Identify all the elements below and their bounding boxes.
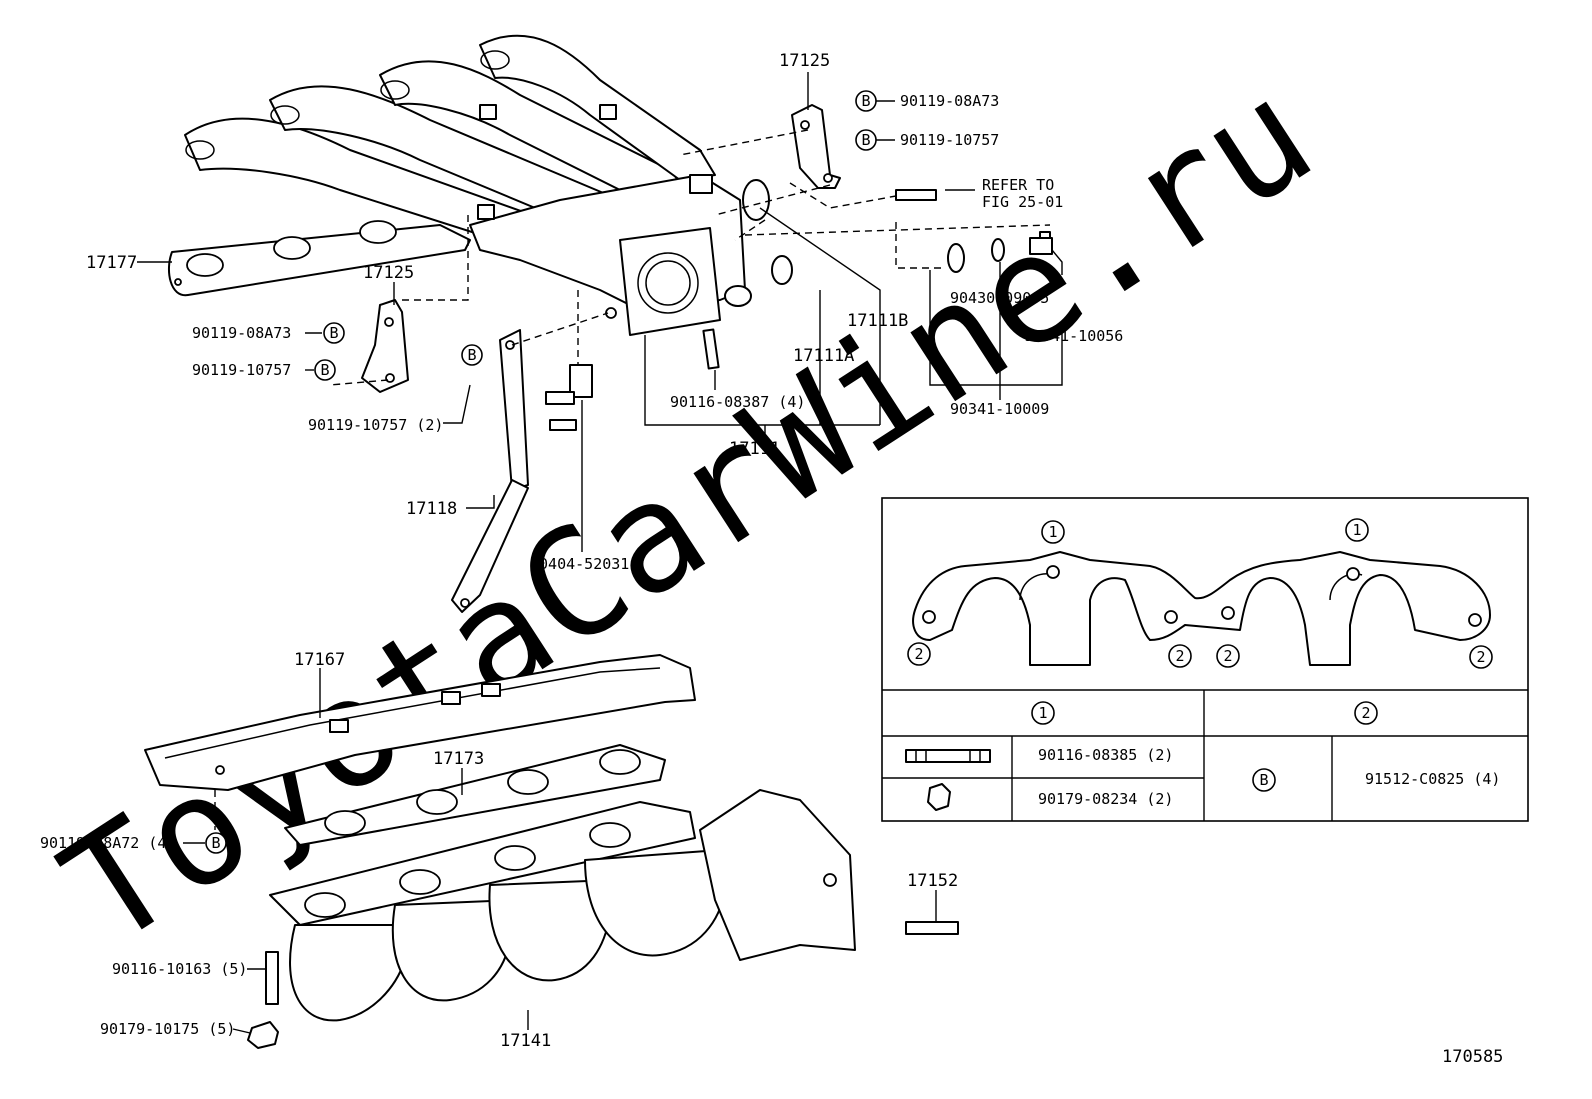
b-marker-text: B: [211, 834, 220, 852]
label-17118: 17118: [406, 499, 457, 519]
leader-lines: [137, 72, 1063, 1034]
b-marker-stay: B: [461, 344, 483, 366]
table-header-2: 2: [1354, 701, 1378, 725]
gasket-17173: [284, 744, 666, 846]
b-marker-left-1: B: [323, 322, 345, 344]
table-row1-part: 90116-08385 (2): [1038, 746, 1173, 764]
stud-refer: [895, 189, 937, 201]
label-90430-09005: 90430-09005: [950, 289, 1049, 307]
gasket-17177: [168, 220, 471, 297]
label-17125-top: 17125: [779, 51, 830, 71]
table-b-marker-text: B: [1259, 771, 1268, 789]
table-header-1-text: 1: [1038, 704, 1047, 722]
marker-2-text: 2: [1476, 648, 1485, 666]
label-17141: 17141: [500, 1031, 551, 1051]
b-marker-text: B: [861, 131, 870, 149]
marker-2-b: 2: [1168, 644, 1192, 668]
plug-17111A: [771, 255, 793, 285]
label-17177: 17177: [86, 253, 137, 273]
label-90119-08A73-left: 90119-08A73: [192, 324, 291, 342]
marker-1-text: 1: [1048, 523, 1057, 541]
label-90119-08A73-top: 90119-08A73: [900, 92, 999, 110]
stud-17152: [905, 921, 959, 935]
marker-2-c: 2: [1216, 644, 1240, 668]
table-header-1: 1: [1031, 701, 1055, 725]
table-b-marker: B: [1252, 768, 1276, 792]
marker-1-text: 1: [1352, 521, 1361, 539]
marker-2-text: 2: [1175, 647, 1184, 665]
gasket-90430-09005: [947, 243, 965, 273]
marker-2-d: 2: [1469, 645, 1493, 669]
marker-1-left: 1: [1041, 520, 1065, 544]
bolt-90341-10056: [1029, 231, 1053, 255]
stud-90116-10163: [265, 951, 279, 1005]
marker-2-text: 2: [1223, 647, 1232, 665]
label-17167: 17167: [294, 650, 345, 670]
b-marker-top-1: B: [855, 90, 877, 112]
b-marker-text: B: [861, 92, 870, 110]
table-header-2-text: 2: [1361, 704, 1370, 722]
heat-insulator-17167: [144, 654, 696, 791]
label-90119-10757-left: 90119-10757: [192, 361, 291, 379]
stud-icon: [905, 749, 991, 763]
b-marker-insulator: B: [205, 832, 227, 854]
label-17111: 17111: [729, 439, 780, 459]
washer-90341-10009: [991, 238, 1005, 262]
refer-line-1: REFER TO: [982, 176, 1054, 194]
inset-box: 1 1 2 2 2 2 1 2: [881, 497, 1529, 822]
table-col2-part: 91512-C0825 (4): [1365, 770, 1500, 788]
label-17111B: 17111B: [847, 311, 908, 331]
label-90116-10163-5: 90116-10163 (5): [112, 960, 247, 978]
b-marker-text: B: [320, 361, 329, 379]
label-17111A: 17111A: [793, 346, 854, 366]
label-17152: 17152: [907, 871, 958, 891]
nut-icon: [927, 783, 951, 811]
b-marker-text: B: [329, 324, 338, 342]
bracket-17125-left: [361, 299, 409, 393]
dashed-lines: [214, 129, 1051, 830]
label-90119-10757-top: 90119-10757: [900, 131, 999, 149]
label-90404-52031: 90404-52031: [530, 555, 629, 573]
label-90179-10175-5: 90179-10175 (5): [100, 1020, 235, 1038]
stud-90116-08387: [702, 328, 720, 370]
marker-2-a: 2: [907, 642, 931, 666]
union-90404-52031: [545, 364, 593, 431]
label-17173: 17173: [433, 749, 484, 769]
label-90341-10009: 90341-10009: [950, 400, 1049, 418]
marker-1-right: 1: [1345, 518, 1369, 542]
stay-17118: [451, 329, 529, 613]
label-17125-left: 17125: [363, 263, 414, 283]
intake-manifold-17111: [184, 34, 752, 336]
bracket-17125-top: [791, 104, 841, 189]
exhaust-manifold-17141: [269, 789, 856, 1022]
figure-id: 170585: [1442, 1047, 1503, 1067]
plug-17111B: [742, 179, 770, 221]
b-marker-top-2: B: [855, 129, 877, 151]
refer-line-2: FIG 25-01: [982, 193, 1063, 211]
marker-2-text: 2: [914, 645, 923, 663]
label-90341-10056: 90341-10056: [1024, 327, 1123, 345]
b-marker-left-2: B: [314, 359, 336, 381]
table-row2-part: 90179-08234 (2): [1038, 790, 1173, 808]
label-90116-08387-4: 90116-08387 (4): [670, 393, 805, 411]
nut-90179-10175: [247, 1021, 279, 1049]
b-marker-text: B: [467, 346, 476, 364]
label-90119-08A72-4: 90119-08A72 (4): [40, 834, 175, 852]
label-90119-10757-2: 90119-10757 (2): [308, 416, 443, 434]
